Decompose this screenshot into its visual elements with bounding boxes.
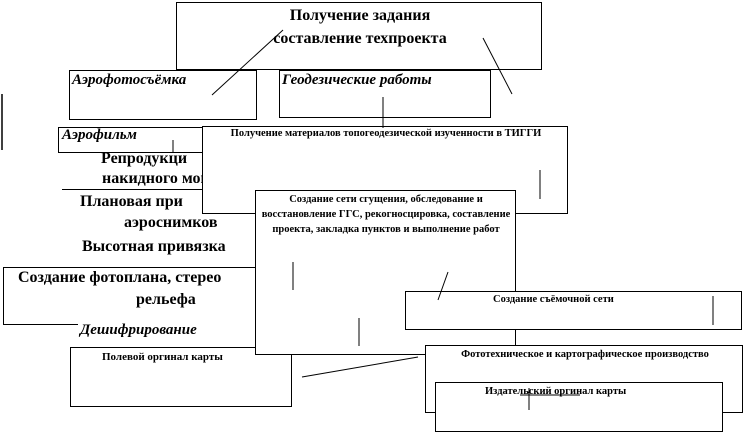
task-title: Получение задания составление техпроекта — [273, 7, 447, 47]
box-publish — [435, 382, 723, 432]
box-aerofilm — [58, 127, 212, 153]
box-interpretation — [78, 322, 258, 348]
photoplan-line2: рельефа — [136, 291, 196, 308]
aerial-label: Аэрофотосъёмка — [72, 72, 187, 88]
reproduction-line1: Репродукци — [101, 150, 188, 167]
box-field-original — [70, 347, 292, 407]
box-photoplan — [3, 267, 260, 325]
geodetic-label: Геодезические работы — [282, 72, 432, 88]
connector-line — [301, 356, 419, 378]
photoplan-line1: Создание фотоплана, стерео — [18, 269, 222, 286]
box-reproduction — [62, 152, 212, 190]
interpretation-label: Дешифрирование — [80, 322, 197, 338]
materials-label: Получение материалов топогеодезической и… — [230, 128, 542, 139]
network-label: Создание сети сгущения, обследование и в… — [261, 194, 511, 235]
planar-line2: аэроснимков — [124, 214, 218, 231]
aerofilm-label: Аэрофильм — [62, 127, 137, 143]
survey-net-label: Создание съёмочной сети — [493, 294, 614, 305]
height-label: Высотная привязка — [82, 238, 226, 255]
phototech-label: Фототехническое и картографическое произ… — [461, 349, 709, 360]
box-survey-net — [405, 291, 742, 330]
planar-line1: Плановая при — [80, 193, 183, 210]
field-original-label: Полевой оргинал карты — [102, 351, 223, 363]
reproduction-line2: накидного мон — [102, 170, 210, 187]
box-geodetic — [279, 70, 491, 118]
publish-label: Издательский оргинал карты — [485, 386, 627, 397]
